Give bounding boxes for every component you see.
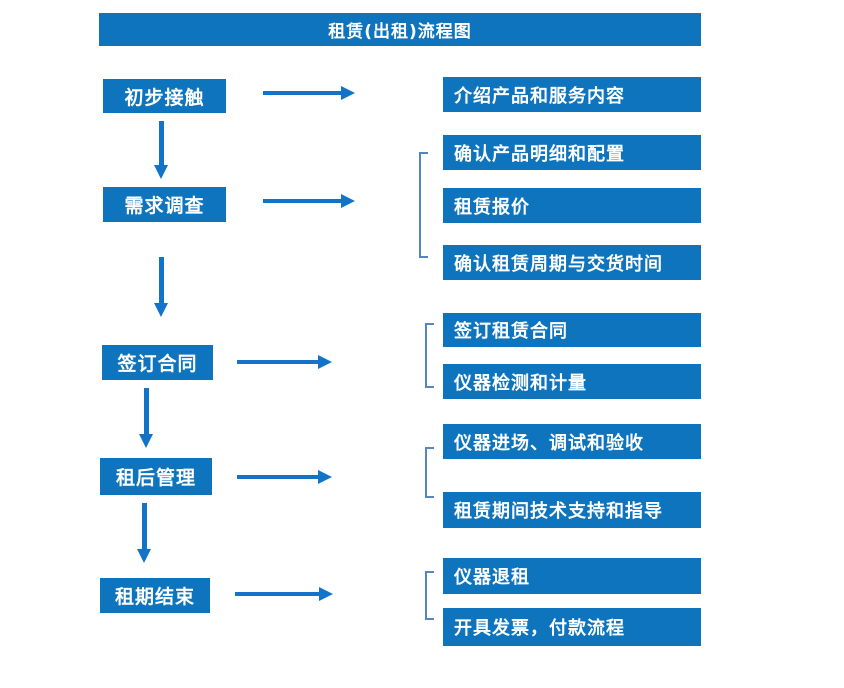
arrow-right-2-head — [341, 194, 355, 208]
bracket-cluster-4 — [425, 447, 434, 498]
arrow-right-1-shaft — [263, 91, 341, 95]
bracket-cluster-2 — [419, 152, 428, 258]
detail-box-confirm-period-delivery: 确认租赁周期与交货时间 — [443, 245, 701, 280]
detail-box-sign-rental-contract: 签订租赁合同 — [443, 313, 701, 347]
detail-box-instrument-setup-acceptance: 仪器进场、调试和验收 — [443, 424, 701, 459]
arrow-right-3-head — [318, 355, 332, 369]
detail-box-tech-support: 租赁期间技术支持和指导 — [443, 492, 701, 528]
arrow-down-3-shaft — [144, 388, 149, 435]
step-box-demand-survey: 需求调查 — [103, 187, 226, 222]
detail-box-confirm-product-config: 确认产品明细和配置 — [443, 135, 701, 170]
arrow-right-3-shaft — [237, 360, 318, 364]
detail-box-rental-quote: 租赁报价 — [443, 188, 701, 223]
arrow-down-3-head — [139, 434, 153, 448]
arrow-right-4-head — [318, 470, 332, 484]
detail-box-invoice-payment: 开具发票，付款流程 — [443, 608, 701, 646]
arrow-down-4-head — [137, 549, 151, 563]
bracket-cluster-3 — [425, 323, 434, 388]
detail-box-instrument-testing: 仪器检测和计量 — [443, 364, 701, 399]
arrow-down-2-head — [154, 303, 168, 317]
bracket-cluster-5 — [425, 571, 434, 620]
arrow-right-2-shaft — [263, 199, 341, 203]
step-box-rental-end: 租期结束 — [100, 578, 210, 613]
arrow-right-5-head — [319, 587, 333, 601]
step-box-initial-contact: 初步接触 — [103, 79, 226, 113]
arrow-down-1-head — [154, 165, 168, 179]
detail-box-instrument-return: 仪器退租 — [443, 558, 701, 594]
arrow-down-1-shaft — [159, 121, 164, 166]
page-title: 租赁(出租)流程图 — [99, 13, 701, 46]
detail-box-introduce-products: 介绍产品和服务内容 — [443, 77, 701, 112]
arrow-right-4-shaft — [237, 475, 318, 479]
arrow-right-5-shaft — [235, 592, 319, 596]
step-box-sign-contract: 签订合同 — [102, 345, 213, 380]
arrow-right-1-head — [341, 86, 355, 100]
step-box-post-rental-management: 租后管理 — [100, 458, 212, 495]
arrow-down-2-shaft — [159, 257, 164, 304]
arrow-down-4-shaft — [142, 503, 147, 550]
